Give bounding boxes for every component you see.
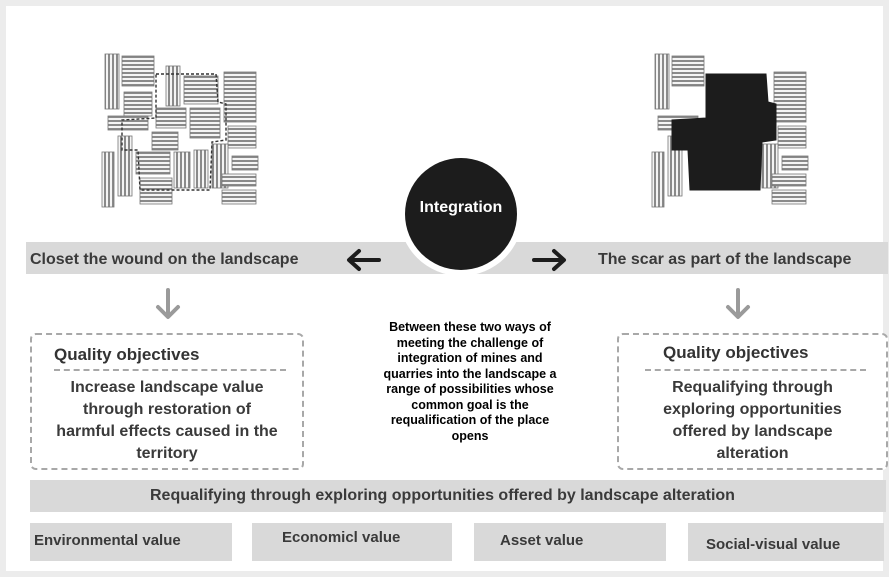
left-quality-line: territory	[136, 445, 198, 462]
economic-value-label: Economicl value	[282, 529, 401, 546]
asset-value-box: Asset value	[474, 523, 666, 561]
social-visual-value-label: Social-visual value	[706, 536, 841, 553]
right-down-arrow-icon	[726, 288, 750, 319]
integration-label: Integration	[419, 199, 503, 216]
left-quality-line: Increase landscape value	[70, 379, 264, 396]
left-down-arrow-icon	[156, 288, 180, 319]
center-text-line: range of possibilities whose	[386, 382, 554, 396]
right-quality-objectives-box: Quality objectives Requalifying through …	[617, 333, 888, 470]
center-text-line: opens	[451, 428, 489, 443]
right-block-pattern-illustration	[651, 53, 809, 208]
left-arrow-icon	[347, 249, 381, 271]
center-text-line: meeting the challenge of	[396, 335, 544, 350]
environmental-value-label: Environmental value	[34, 532, 181, 549]
right-quality-body: Requalifying through exploring opportuni…	[619, 377, 886, 465]
environmental-value-box: Environmental value	[30, 523, 232, 561]
bottom-band	[30, 480, 886, 512]
right-quality-line: Requalifying through	[672, 379, 833, 396]
bottom-band-label: Requalifying through exploring opportuni…	[150, 487, 735, 504]
integration-circle: Integration	[405, 158, 517, 270]
center-text-line: requalification of the place	[390, 413, 550, 427]
left-quality-objectives-box: Quality objectives Increase landscape va…	[30, 333, 304, 470]
center-explanation-text: Between these two ways of meeting the ch…	[370, 320, 570, 444]
asset-value-label: Asset value	[500, 532, 584, 549]
left-quality-body: Increase landscape value through restora…	[32, 377, 302, 465]
right-quality-line: alteration	[716, 445, 789, 462]
left-quality-divider	[54, 369, 286, 371]
right-quality-line: offered by landscape	[672, 423, 833, 440]
left-quality-title: Quality objectives	[54, 345, 200, 364]
right-arrow-icon	[532, 249, 566, 271]
right-quality-line: exploring opportunities	[663, 401, 842, 418]
social-visual-value-box: Social-visual value	[688, 523, 884, 561]
right-band-label: The scar as part of the landscape	[598, 251, 852, 268]
center-text-line: integration of mines and	[397, 351, 543, 365]
right-quality-title: Quality objectives	[663, 343, 809, 362]
economic-value-box: Economicl value	[252, 523, 452, 561]
center-text-line: common goal is the	[411, 397, 529, 412]
left-band-label: Closet the wound on the landscape	[30, 251, 299, 268]
left-quality-line: through restoration of	[83, 401, 251, 418]
left-block-pattern-illustration	[101, 53, 259, 208]
left-quality-line: harmful effects caused in the	[56, 423, 278, 440]
center-text-line: Between these two ways of	[389, 320, 551, 334]
right-quality-divider	[645, 369, 866, 371]
center-text-line: quarries into the landscape a	[383, 366, 557, 381]
